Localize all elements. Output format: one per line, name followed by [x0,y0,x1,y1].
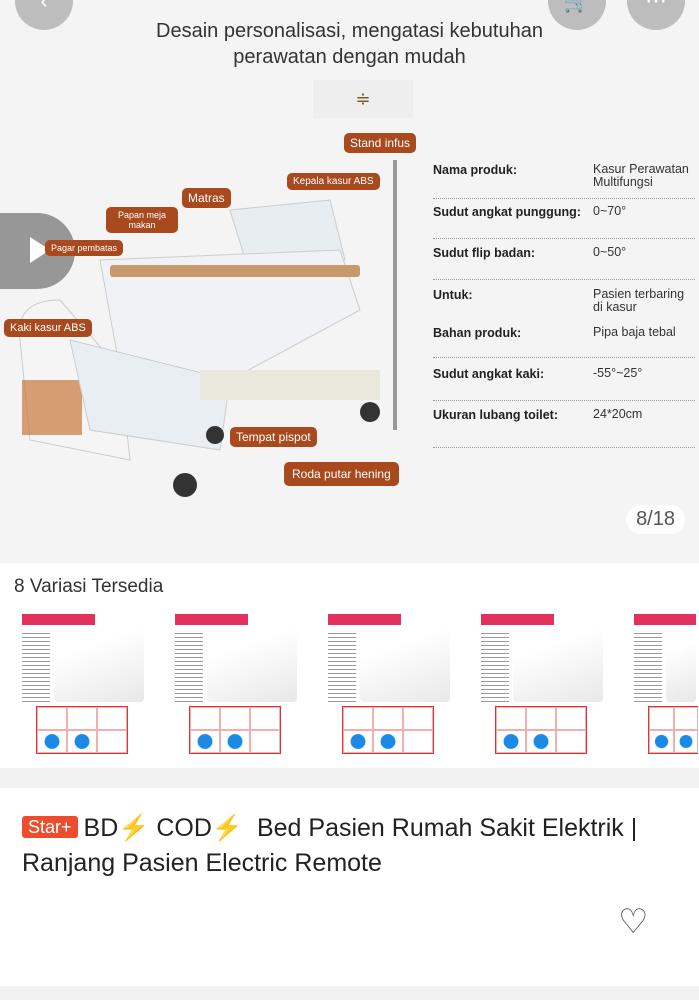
section-divider [0,768,699,788]
variation-thumbnail[interactable] [322,608,454,758]
callout-matras: Matras [182,188,231,208]
callout-stand-infus: Stand infus [344,133,417,153]
callout-kepala: Kepala kasur ABS [287,173,380,190]
section-divider [0,986,699,1000]
product-title: Star+BD⚡ COD⚡ Bed Pasien Rumah Sakit Ele… [22,814,638,877]
spec-row: Sudut angkat kaki:-55°~25° [433,367,695,401]
chevron-left-icon: ‹ [40,0,48,13]
spec-row: Untuk:Pasien terbaring di kasur [433,287,685,314]
spec-row: Ukuran lubang toilet:24*20cm [433,408,695,448]
divider-icon: ≑ [313,80,413,118]
variation-thumbnail[interactable] [628,608,698,758]
callout-pagar: Pagar pembatas [45,240,124,256]
product-image-carousel[interactable]: ‹ 🛒 ⋯ Desain personalisasi, mengatasi ke… [0,0,699,563]
spec-row: Nama produk:Kasur Perawatan Multifungsi [433,163,695,199]
lightning-icon: ⚡ [118,814,150,842]
callout-papan-meja: Papan meja makan [106,207,178,233]
spec-row: Sudut angkat punggung:0~70° [433,205,695,239]
variation-thumbnail[interactable] [475,608,607,758]
bed-illustration [19,160,397,497]
variation-thumbnail[interactable] [16,608,148,758]
image-headline: Desain personalisasi, mengatasi kebutuha… [156,20,543,68]
callout-pispot: Tempat pispot [230,427,317,447]
star-plus-badge: Star+ [22,816,78,838]
variation-list [16,608,699,758]
spec-row: Bahan produk:Pipa baja tebal [433,326,695,358]
favorite-heart-icon[interactable]: ♡ [618,903,649,941]
cart-icon: 🛒 [563,0,591,13]
lightning-icon: ⚡ [211,814,244,842]
callout-roda: Roda putar hening [284,462,399,486]
variations-title: 8 Variasi Tersedia [14,576,164,597]
callout-kaki: Kaki kasur ABS [4,319,92,337]
variation-thumbnail[interactable] [169,608,301,758]
more-icon: ⋯ [645,0,667,13]
image-counter: 8/18 [626,505,685,534]
spec-row: Sudut flip badan:0~50° [433,246,695,280]
